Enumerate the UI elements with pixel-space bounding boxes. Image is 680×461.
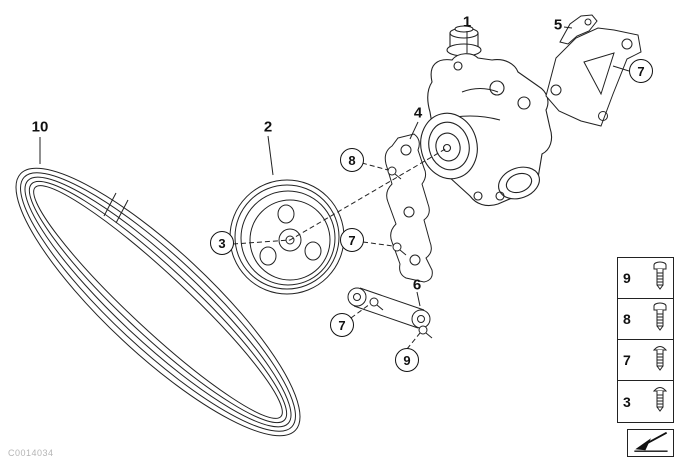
dashed-lines — [232, 147, 448, 350]
legend-item-3[interactable]: 3 — [618, 381, 673, 422]
callout-1[interactable]: 1 — [462, 13, 472, 31]
legend-item-7-label: 7 — [623, 352, 631, 368]
callout-5[interactable]: 5 — [553, 16, 563, 34]
callout-7-bolt-lower[interactable]: 7 — [330, 313, 354, 337]
legend-item-9-label: 9 — [623, 270, 631, 286]
legend-item-3-label: 3 — [623, 393, 631, 410]
bracket-top-drawing — [559, 14, 598, 45]
screw-icon — [652, 343, 668, 378]
callout-6[interactable]: 6 — [412, 276, 422, 294]
tension-link-drawing — [347, 287, 431, 329]
bolt-glyphs — [369, 166, 433, 339]
callout-10[interactable]: 10 — [31, 118, 49, 136]
callout-4[interactable]: 4 — [413, 104, 423, 122]
legend-item-9[interactable]: 9 — [618, 258, 673, 299]
pump-drawing — [420, 25, 553, 207]
callout-9[interactable]: 9 — [395, 348, 419, 372]
legend-item-8-label: 8 — [623, 311, 631, 327]
pulley-drawing — [229, 179, 345, 295]
belt-drawing — [15, 167, 301, 437]
bracket-right-drawing — [545, 27, 642, 127]
diagram-reference-code: C0014034 — [8, 448, 54, 458]
legend-item-8[interactable]: 8 — [618, 299, 673, 340]
legend-item-7[interactable]: 7 — [618, 340, 673, 381]
screw-icon — [652, 384, 668, 419]
leader-lines — [39, 26, 630, 307]
callout-8[interactable]: 8 — [340, 148, 364, 172]
bolt-icon — [652, 302, 668, 337]
bolt-icon — [652, 261, 668, 296]
belt-hatch-marks — [103, 192, 129, 224]
back-arrow-button[interactable] — [627, 429, 674, 457]
diagonal-arrow-icon — [629, 429, 672, 458]
fastener-legend: 9 8 — [617, 257, 674, 423]
callout-7-bracket[interactable]: 7 — [629, 59, 653, 83]
callout-7-bolt-mid[interactable]: 7 — [340, 228, 364, 252]
callout-3[interactable]: 3 — [210, 231, 234, 255]
callout-2[interactable]: 2 — [263, 118, 273, 136]
